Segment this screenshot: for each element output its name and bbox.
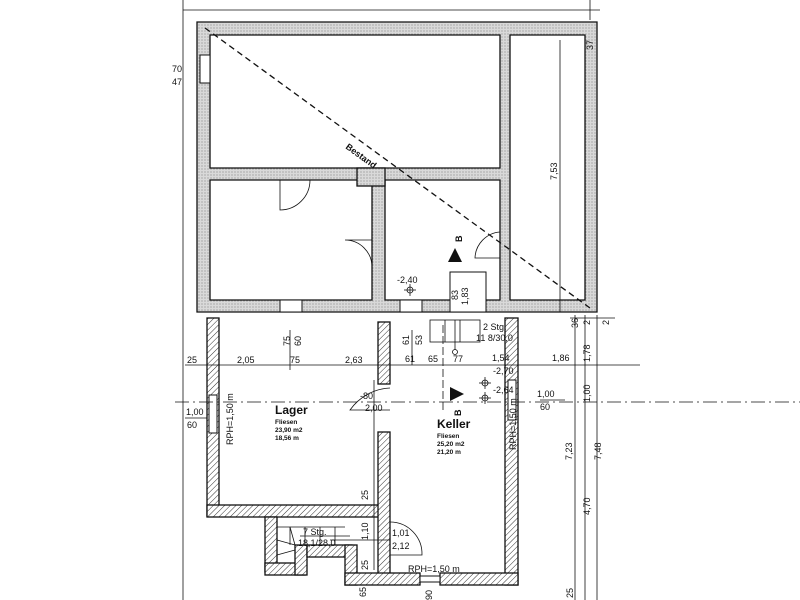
level-value: -2,70	[493, 366, 514, 376]
dim-label: 75	[290, 355, 300, 365]
dim-label: 47	[172, 77, 182, 87]
dim-label: 60	[540, 402, 550, 412]
dim-label: 2,05	[237, 355, 255, 365]
dim-label: 77	[453, 354, 463, 364]
dim-label: 1,78	[582, 344, 592, 362]
level-marker	[404, 284, 416, 296]
section-arrow-icon	[450, 387, 464, 401]
level-marker	[479, 392, 491, 404]
dim-label: 1,86	[552, 353, 570, 363]
dim-label: 2	[601, 320, 611, 325]
dim-label: 53	[414, 335, 424, 345]
dim-label: 25	[187, 355, 197, 365]
stair-upper	[429, 319, 481, 355]
door-swing	[389, 521, 423, 556]
dim-label: 7,48	[593, 442, 603, 460]
dim-label: 36	[570, 318, 580, 328]
dim-label: 1,01	[392, 528, 410, 538]
door-swing	[344, 239, 373, 268]
stair-ratio: 18,1/28,0	[298, 538, 336, 548]
door-swing	[279, 179, 311, 211]
stair-steps: 2 Stg.	[483, 322, 507, 332]
section-label: B	[453, 409, 463, 416]
dim-label: 7,53	[549, 162, 559, 180]
level-value: -2,40	[397, 275, 418, 285]
dim-label: 2,63	[345, 355, 363, 365]
dim-label: 4,70	[582, 497, 592, 515]
door-swing	[474, 231, 501, 259]
dim-label: 1,00	[582, 384, 592, 402]
dim-label: 60	[187, 420, 197, 430]
room-area: 23,90 m2	[275, 427, 303, 434]
room-name: Lager	[275, 403, 308, 417]
dim-label: 1,10	[360, 522, 370, 540]
dim-label: 25	[360, 560, 370, 570]
dim-label: 65	[428, 354, 438, 364]
dim-label: 83	[450, 290, 460, 300]
stair-ratio: 11 8/30,0	[476, 333, 513, 343]
stair-lower	[276, 526, 350, 556]
dim-label: 2,00	[365, 403, 383, 413]
dim-label: 2,12	[392, 541, 410, 551]
dim-label: 61	[401, 335, 411, 345]
dim-label: 60	[293, 336, 303, 346]
existing-label: Bestand	[344, 142, 379, 171]
section-arrow-icon	[448, 248, 462, 262]
section-label: B	[454, 235, 464, 242]
room-name: Keller	[437, 417, 471, 431]
level-marker	[479, 377, 491, 389]
cellar-walls	[206, 317, 519, 586]
stair-steps: 7 Stg.	[303, 527, 327, 537]
room-floor: Fliesen	[437, 433, 459, 440]
dim-label: 7,23	[564, 442, 574, 460]
dimension-labels: 70 47 37 7,53 83 1,83 36 2 2 75 60 61 53…	[172, 40, 611, 600]
dim-label: 2	[582, 320, 592, 325]
room-area: 25,20 m2	[437, 441, 465, 448]
dim-label: 1,00	[537, 389, 555, 399]
dim-label: 37	[585, 40, 595, 50]
dim-label: 61	[405, 354, 415, 364]
level-value: -2,64	[493, 385, 514, 395]
existing-building	[196, 21, 598, 313]
room-floor: Fliesen	[275, 419, 297, 426]
dim-label: 25	[360, 490, 370, 500]
dim-label: 25	[565, 588, 575, 598]
room-height: RPH=1,50 m	[508, 398, 518, 450]
dim-label: 90	[424, 590, 434, 600]
room-height: RPH=1,50 m	[408, 564, 460, 574]
door-swing	[349, 387, 391, 411]
dim-label: 65	[358, 587, 368, 597]
room-perimeter: 21,20 m	[437, 449, 461, 456]
dim-label: 1,00	[186, 407, 204, 417]
room-height: RPH=1,50 m	[225, 393, 235, 445]
dim-label: 70	[172, 64, 182, 74]
dim-label: -80	[360, 391, 373, 401]
dim-label: 1,83	[460, 287, 470, 305]
dim-label: 1,54	[492, 353, 510, 363]
dimension-lines	[175, 40, 800, 600]
dim-label: 75	[282, 336, 292, 346]
room-perimeter: 18,56 m	[275, 435, 299, 442]
